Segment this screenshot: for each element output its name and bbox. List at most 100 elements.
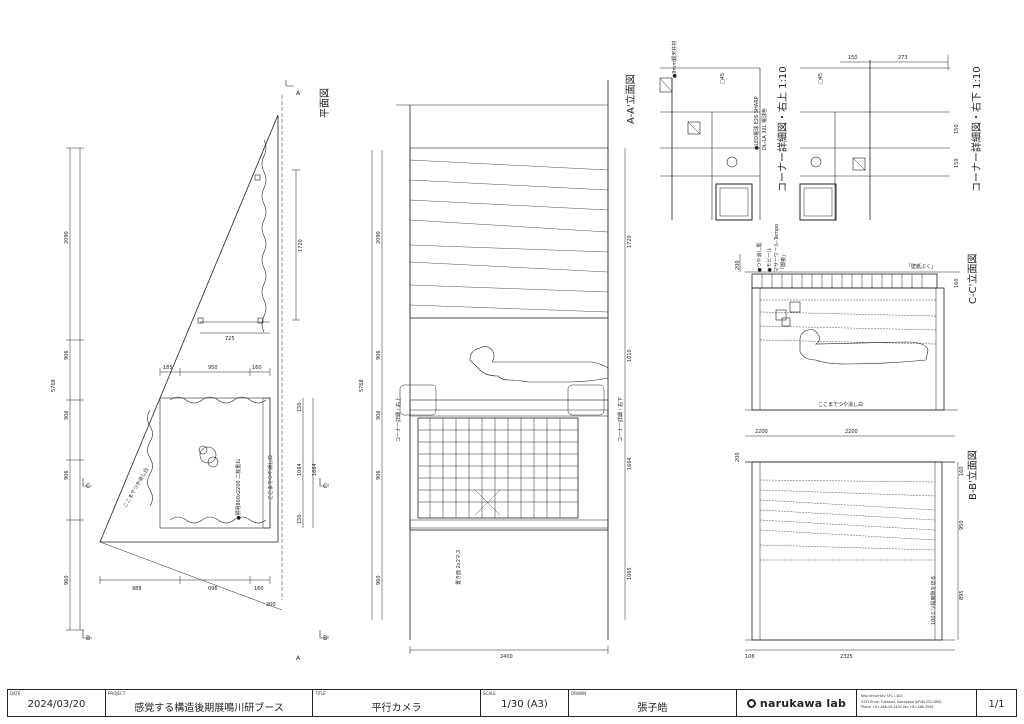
plan-booth-frame <box>159 397 271 529</box>
bb-title: B-B'立面図 <box>966 450 979 500</box>
cc-labels: C-C'立面図 200 ●つや消し黒 ●モビール マサーワール-Tempo 「闇… <box>735 224 979 408</box>
detail-dim-150b: 150 <box>954 124 960 134</box>
aa-note-corner-ll: コーナー詳細・右下 <box>617 397 624 442</box>
title-block-address: Keio University SFC ι-403 5322 Endo, Fuj… <box>857 690 977 716</box>
cc-elevation-view <box>739 254 960 411</box>
title-value: 平行カメラ <box>371 703 422 714</box>
aa-person-silhouette <box>469 346 609 383</box>
project-key: PROJECT <box>108 691 126 696</box>
plan-dim-v4: 906 <box>64 470 70 480</box>
drawn-value: 張子皓 <box>637 703 668 714</box>
aa-dim-total: 5768 <box>359 379 365 392</box>
bb-dim-200: 2200 <box>755 429 768 435</box>
plan-dim-bottom-2: 096 <box>208 586 218 592</box>
title-block: DATE 2024/03/20 PROJECT 感覚する構造後期展鳴川研ブース … <box>7 689 1017 717</box>
plan-curtain-top <box>169 396 267 404</box>
marker-a-bottom: A <box>296 655 301 662</box>
drawn-key: DRAWN <box>571 691 587 696</box>
plan-dim-bottom-1: 988 <box>132 586 142 592</box>
address-line-3: Phone +81-466-49-3400 Fax +81-466-3590 <box>861 705 934 709</box>
bb-dim-200b: 200 <box>735 452 741 462</box>
plan-dim-top-3: 160 <box>252 365 262 371</box>
cc-header-grid <box>751 273 938 289</box>
plan-diagonal <box>99 541 283 611</box>
aa-dim-v5: 960 <box>376 575 382 585</box>
aa-dim-r3: 1664 <box>627 457 633 470</box>
detail-dim-150: 150 <box>848 55 858 61</box>
aa-upper-panel <box>409 147 609 319</box>
title-block-scale: SCALE 1/30 (A3) <box>481 690 569 716</box>
bb-dim-2325: 2325 <box>840 654 853 660</box>
plan-curtain-left <box>147 409 153 507</box>
aa-dim-v2: 906 <box>376 350 382 360</box>
plan-dim-v2: 906 <box>64 350 70 360</box>
cc-bottom-note: ここまでつや消し白 <box>818 401 863 408</box>
title-key: TITLE <box>315 691 326 696</box>
title-block-project: PROJECT 感覚する構造後期展鳴川研ブース <box>106 690 313 716</box>
detail-note-led1: ●LED電球 E26 SHARP <box>753 96 760 150</box>
aa-corner-callout-upper <box>399 384 437 416</box>
plan-dim-top-2: 950 <box>208 365 218 371</box>
plan-dim-1064: 1064 <box>297 463 303 476</box>
aa-dim-v4: 906 <box>376 470 382 480</box>
aa-dim-width: 2400 <box>500 654 513 660</box>
plan-dim-150a: 150 <box>297 402 303 412</box>
date-key: DATE <box>10 691 21 696</box>
cc-note-4: 「闇夜」 <box>780 252 787 272</box>
aa-note-grid: 置き面 2x2マス <box>455 549 462 585</box>
cc-room-frame <box>751 287 945 411</box>
cc-title: C-C'立面図 <box>966 254 979 304</box>
scale-value: 1/30 (A3) <box>501 699 548 710</box>
aa-title: A-A'立面図 <box>624 74 637 124</box>
marker-a-prime-top: A' <box>296 90 302 97</box>
bb-room-frame <box>751 461 943 641</box>
plan-curtain-bottom <box>169 516 267 524</box>
cc-note-1: ●つや消し黒 <box>756 243 763 272</box>
aa-floor-grid <box>417 417 579 519</box>
marker-c-prime: C' <box>323 483 329 490</box>
plan-triangle-outline <box>99 114 279 543</box>
plan-dim-725: 725 <box>225 336 235 342</box>
bb-dim-2200: 2200 <box>845 429 858 435</box>
lab-logo-icon <box>746 698 756 708</box>
title-block-logo: narukawa lab <box>737 690 857 716</box>
lab-logo-text: narukawa lab <box>759 696 847 710</box>
plan-dim-total: 5768 <box>51 379 57 392</box>
aa-labels: A-A'立面図 5768 2090 906 906 906 960 1720 1… <box>359 74 637 660</box>
plan-dim-v3: 906 <box>64 410 70 420</box>
plan-dim-200: 200 <box>266 602 276 608</box>
bb-note: 100ミリ程度隙を切る <box>930 575 937 625</box>
sheet-number: 1/1 <box>988 699 1005 710</box>
cc-person-silhouette <box>799 329 929 365</box>
marker-c: C <box>86 483 90 490</box>
bb-labels: B-B'立面図 2200 2200 200 160 950 895 2325 1… <box>735 429 979 660</box>
plan-title: 平面図 <box>319 88 331 118</box>
cc-note-5: 「壁紙ぶく」 <box>906 263 936 270</box>
bb-dim-950: 950 <box>959 520 965 530</box>
title-block-title: TITLE 平行カメラ <box>313 690 481 716</box>
corner-detail-views <box>659 55 950 221</box>
title-block-date: DATE 2024/03/20 <box>8 690 106 716</box>
corner-lr-title: コーナー詳細図・右下 1:10 <box>970 66 983 192</box>
corner-detail-labels: コーナー詳細図・右上 1:10 コーナー詳細図・右下 1:10 ●9mm鋼天井材… <box>671 41 983 192</box>
corner-ur-title: コーナー詳細図・右上 1:10 <box>776 66 789 192</box>
cc-dim-160: 160 <box>954 278 960 288</box>
detail-note-led2: DL-LA 32L 電球色 <box>761 108 768 150</box>
address-line-2: 5322 Endo, Fujisawa, Kanagawa JAPAN 252-… <box>861 699 942 704</box>
aa-elevation-view <box>371 80 626 654</box>
aa-note-corner-ul: コーナー詳細・右上 <box>395 397 402 442</box>
plan-note-1: ここまでつや消し白 <box>122 467 151 509</box>
aa-dim-v1: 2090 <box>376 231 382 244</box>
plan-view <box>66 80 329 639</box>
plan-dim-v5: 960 <box>64 575 70 585</box>
detail-note-ceiling: ●9mm鋼天井材 <box>671 41 678 78</box>
title-block-sheet: 1/1 <box>977 690 1016 716</box>
plan-dim-v1: 2090 <box>64 231 70 244</box>
cc-note-2: ●モビール <box>766 248 773 272</box>
scale-key: SCALE <box>483 691 496 696</box>
detail-dim-273: 273 <box>898 55 908 61</box>
bb-elevation-view <box>745 435 959 651</box>
aa-dim-v3: 906 <box>376 410 382 420</box>
title-block-drawn: DRAWN 張子皓 <box>569 690 737 716</box>
